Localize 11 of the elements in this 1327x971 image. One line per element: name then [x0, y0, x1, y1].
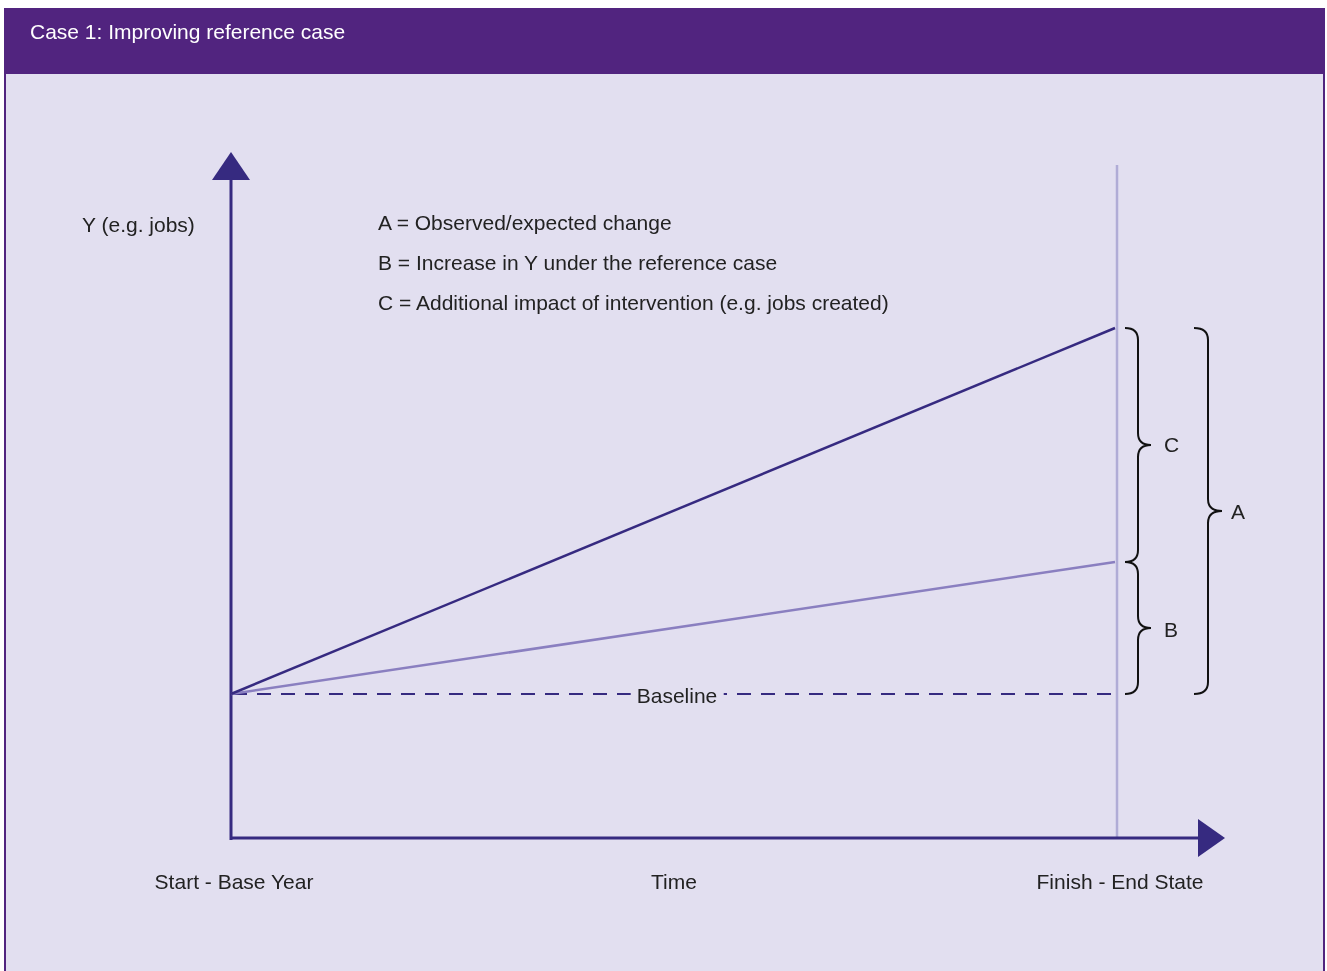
key-text: C = Additional impact of intervention (e.g. jobs created) [378, 290, 889, 316]
brace-label: C [1164, 432, 1180, 458]
axis-label: Y (e.g. jobs) [82, 212, 195, 238]
title: Case 1: Improving reference case [30, 20, 346, 44]
axis-label: Time [651, 869, 697, 895]
key-text: B = Increase in Y under the reference case [378, 250, 778, 276]
brace-label: B [1164, 617, 1178, 643]
axis-label: Start - Base Year [154, 869, 314, 895]
key-text: A = Observed/expected change [378, 210, 672, 236]
brace-label: A [1231, 499, 1245, 525]
axis-label: Finish - End State [1036, 869, 1204, 895]
